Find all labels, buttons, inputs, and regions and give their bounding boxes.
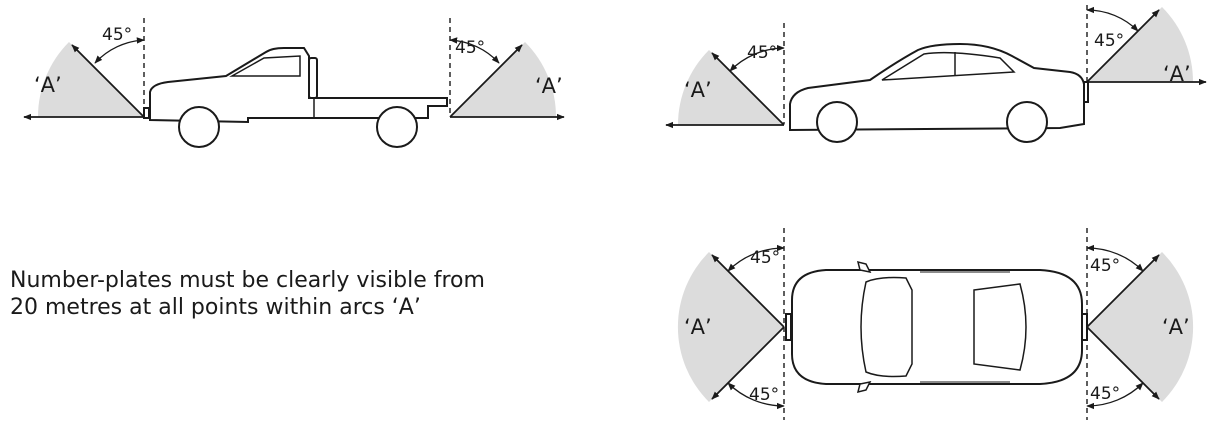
arc-label: ‘A’ bbox=[684, 315, 712, 339]
angle-label: 45° bbox=[455, 38, 485, 58]
angle-arc bbox=[94, 37, 145, 64]
arc-label: ‘A’ bbox=[684, 78, 712, 102]
sedan-side-view-icon bbox=[789, 42, 1089, 143]
sedan-side-diagram: 45° 45° ‘A’ ‘A’ bbox=[665, 5, 1207, 143]
boundary-arrow bbox=[1086, 254, 1160, 328]
caption-line-1: Number-plates must be clearly visible fr… bbox=[10, 268, 485, 293]
boundary-arrow bbox=[711, 326, 785, 400]
boundary-arrow bbox=[711, 254, 785, 328]
angle-arc bbox=[1086, 6, 1139, 32]
boundary-arrow bbox=[1086, 9, 1160, 83]
arc-label: ‘A’ bbox=[34, 73, 62, 97]
arc-a-shape bbox=[1087, 7, 1193, 82]
angle-arc bbox=[1086, 382, 1144, 410]
sedan-top-diagram: 45° 45° 45° 45° ‘A’ ‘A’ bbox=[677, 228, 1194, 420]
sedan-top-view-icon bbox=[785, 260, 1088, 394]
ute-side-view-icon bbox=[143, 47, 448, 148]
angle-arc bbox=[727, 382, 785, 410]
ute-diagram: 45° 45° ‘A’ ‘A’ bbox=[23, 18, 565, 148]
angle-label: 45° bbox=[749, 385, 779, 405]
angle-label: 45° bbox=[102, 25, 132, 45]
arc-label: ‘A’ bbox=[1163, 62, 1191, 86]
caption-line-2: 20 metres at all points within arcs ‘A’ bbox=[10, 295, 421, 320]
angle-label: 45° bbox=[747, 43, 777, 63]
arc-a-shape bbox=[677, 252, 784, 402]
arc-a-shape bbox=[1087, 252, 1194, 402]
angle-label: 45° bbox=[1090, 256, 1120, 276]
arc-a-shape bbox=[678, 50, 784, 125]
angle-label: 45° bbox=[750, 248, 780, 268]
angle-label: 45° bbox=[1090, 384, 1120, 404]
angle-arc bbox=[729, 44, 785, 72]
angle-arc bbox=[449, 37, 500, 64]
boundary-arrow bbox=[711, 52, 785, 126]
angle-label: 45° bbox=[1094, 31, 1124, 51]
angle-arc bbox=[727, 244, 785, 272]
angle-arc bbox=[1086, 244, 1144, 272]
boundary-arrow bbox=[1086, 326, 1160, 400]
arc-a-shape bbox=[450, 42, 557, 117]
boundary-arrow bbox=[71, 44, 145, 118]
arc-a-shape bbox=[37, 42, 145, 117]
arc-label: ‘A’ bbox=[535, 74, 563, 98]
arc-label: ‘A’ bbox=[1162, 315, 1190, 339]
boundary-arrow bbox=[449, 44, 523, 118]
